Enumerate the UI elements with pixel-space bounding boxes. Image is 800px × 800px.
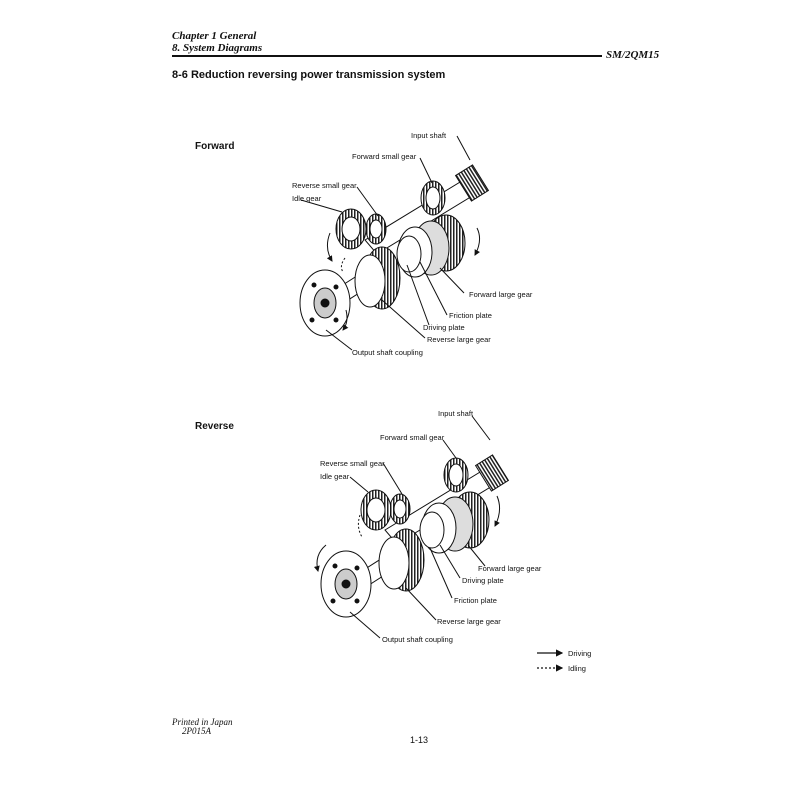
- rev-driving-plate-label: Driving plate: [462, 576, 504, 585]
- fwd-reverse-large-gear-label: Reverse large gear: [427, 335, 491, 344]
- rev-reverse-small-gear-label: Reverse small gear: [320, 459, 385, 468]
- model-code: SM/2QM15: [606, 49, 660, 61]
- section-name: 8. System Diagrams: [172, 42, 263, 54]
- fwd-forward-large-gear-label: Forward large gear: [469, 290, 533, 299]
- rev-forward-large-gear-label: Forward large gear: [478, 564, 542, 573]
- section-title: 8-6 Reduction reversing power transmissi…: [172, 69, 446, 81]
- forward-title: Forward: [195, 141, 235, 152]
- header-rule: [172, 55, 602, 57]
- forward-diagram: [299, 135, 490, 351]
- fwd-input-shaft-label: Input shaft: [411, 131, 447, 140]
- rev-output-shaft-coupling-label: Output shaft coupling: [382, 635, 453, 644]
- rev-idle-gear-label: Idle gear: [320, 472, 350, 481]
- chapter-title: Chapter 1 General: [172, 30, 257, 42]
- page-number: 1-13: [410, 735, 429, 745]
- fwd-driving-plate-label: Driving plate: [423, 323, 465, 332]
- rev-forward-small-gear-label: Forward small gear: [380, 433, 445, 442]
- legend-idling-label: Idling: [568, 664, 586, 673]
- fwd-output-shaft-coupling-label: Output shaft coupling: [352, 348, 423, 357]
- legend-lines: [537, 649, 564, 672]
- reverse-diagram: [313, 415, 510, 639]
- rev-reverse-large-gear-label: Reverse large gear: [437, 617, 501, 626]
- reverse-title: Reverse: [195, 421, 234, 432]
- doc-code: 2P015A: [182, 726, 211, 736]
- fwd-friction-plate-label: Friction plate: [449, 311, 492, 320]
- fwd-forward-small-gear-label: Forward small gear: [352, 152, 417, 161]
- fwd-reverse-small-gear-label: Reverse small gear: [292, 181, 357, 190]
- legend-driving-label: Driving: [568, 649, 592, 658]
- rev-input-shaft-label: Input shaft: [438, 409, 474, 418]
- rev-friction-plate-label: Friction plate: [454, 596, 497, 605]
- fwd-idle-gear-label: Idle gear: [292, 194, 322, 203]
- printed-in: Printed in Japan: [172, 717, 233, 727]
